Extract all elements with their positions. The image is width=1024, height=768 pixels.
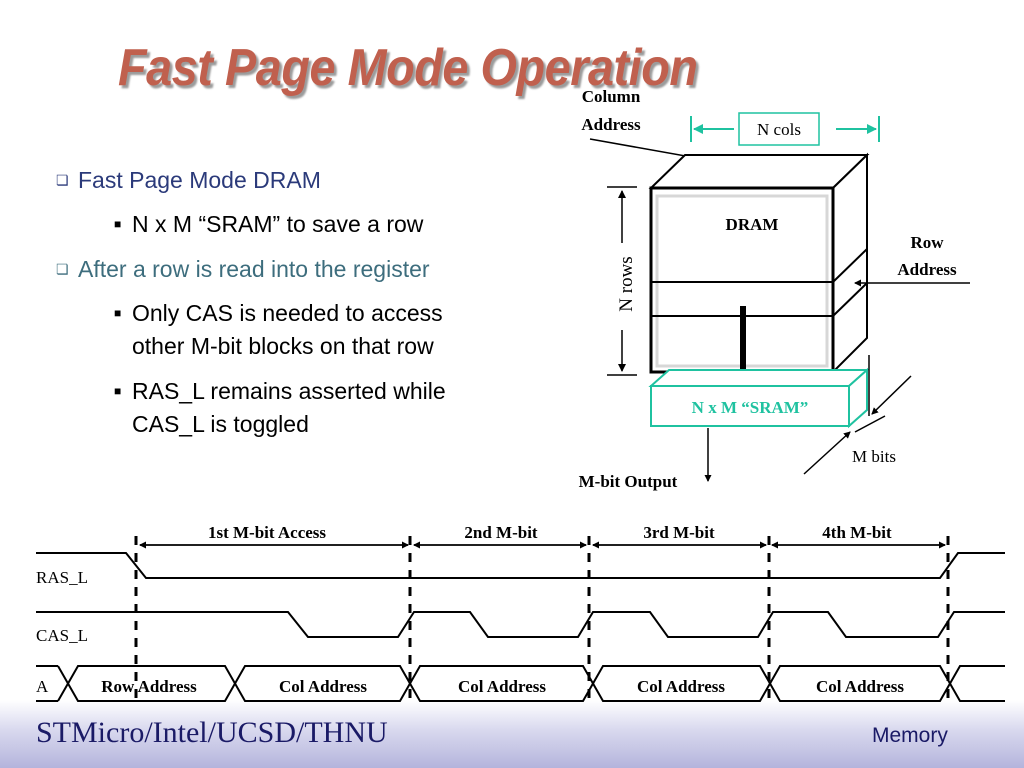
m-bits-label: M bits: [852, 447, 896, 466]
bullet-text: CAS_L is toggled: [132, 411, 309, 437]
n-rows-indicator: N rows: [607, 186, 637, 376]
slide-title: Fast Page Mode Operation: [118, 39, 698, 97]
address-field: Col Address: [279, 677, 367, 696]
bullet-text: Fast Page Mode DRAM: [78, 167, 321, 193]
phase-separators: [134, 536, 950, 700]
sub-bullet-item: ■ RAS_L remains asserted while: [114, 375, 446, 408]
row-address-label-line1: Row: [910, 233, 944, 252]
sub-bullet-item: ■ Only CAS is needed to access: [114, 297, 443, 330]
bullet-list: ❏ Fast Page Mode DRAM ■ N x M “SRAM” to …: [0, 0, 540, 460]
sub-bullet-continuation: CAS_L is toggled: [132, 408, 309, 441]
sram-label: N x M “SRAM”: [692, 398, 809, 417]
timing-diagram: 1st M-bit Access 2nd M-bit 3rd M-bit 4th…: [36, 523, 1005, 702]
sub-bullet-item: ■ N x M “SRAM” to save a row: [114, 208, 424, 241]
m-bit-output-label: M-bit Output: [579, 472, 678, 491]
row-address-label-line2: Address: [897, 260, 957, 279]
phase-label: 3rd M-bit: [643, 523, 715, 542]
signal-label-cas: CAS_L: [36, 626, 88, 645]
footer-band: [0, 700, 1024, 768]
footer-source: STMicro/Intel/UCSD/THNU: [36, 716, 388, 749]
bullet-text: N x M “SRAM” to save a row: [132, 211, 424, 237]
address-field: Col Address: [458, 677, 546, 696]
address-bus: [36, 665, 1005, 702]
phase-label: 4th M-bit: [822, 523, 892, 542]
square-bullet-icon: ■: [114, 306, 122, 320]
column-address-label-line1: Column: [582, 87, 641, 106]
bullet-text: RAS_L remains asserted while: [132, 378, 446, 404]
n-cols-label: N cols: [757, 120, 801, 139]
n-cols-box: [738, 112, 820, 146]
n-rows-label: N rows: [616, 256, 637, 311]
hollow-square-bullet-icon: ❏: [56, 172, 69, 188]
signal-label-address: A: [36, 677, 49, 696]
bullet-text: other M-bit blocks on that row: [132, 333, 434, 359]
ras-waveform: [36, 552, 1005, 579]
sram-register-box: N x M “SRAM”: [648, 367, 870, 429]
square-bullet-icon: ■: [114, 384, 122, 398]
dram-diagram: N cols Column Address N rows DRAM: [579, 87, 970, 491]
n-cols-indicator: N cols: [690, 112, 880, 146]
square-bullet-icon: ■: [114, 217, 122, 231]
address-field: Row Address: [101, 677, 197, 696]
phase-label: 1st M-bit Access: [208, 523, 326, 542]
bullet-item: ❏ After a row is read into the register: [56, 253, 430, 286]
bullet-item: ❏ Fast Page Mode DRAM: [56, 164, 321, 197]
phase-label: 2nd M-bit: [464, 523, 538, 542]
address-field: Col Address: [816, 677, 904, 696]
hollow-square-bullet-icon: ❏: [56, 261, 69, 277]
bullet-text: Only CAS is needed to access: [132, 300, 443, 326]
signal-label-ras: RAS_L: [36, 568, 88, 587]
cas-waveform: [36, 611, 1005, 638]
footer-topic: Memory: [872, 724, 948, 747]
column-address-label-line2: Address: [581, 115, 641, 134]
dram-array-box: DRAM: [648, 152, 870, 375]
m-bits-indicator: M bits: [803, 355, 912, 475]
dram-label: DRAM: [726, 215, 779, 234]
sub-bullet-continuation: other M-bit blocks on that row: [132, 330, 434, 363]
address-field: Col Address: [637, 677, 725, 696]
bullet-text: After a row is read into the register: [78, 256, 430, 282]
